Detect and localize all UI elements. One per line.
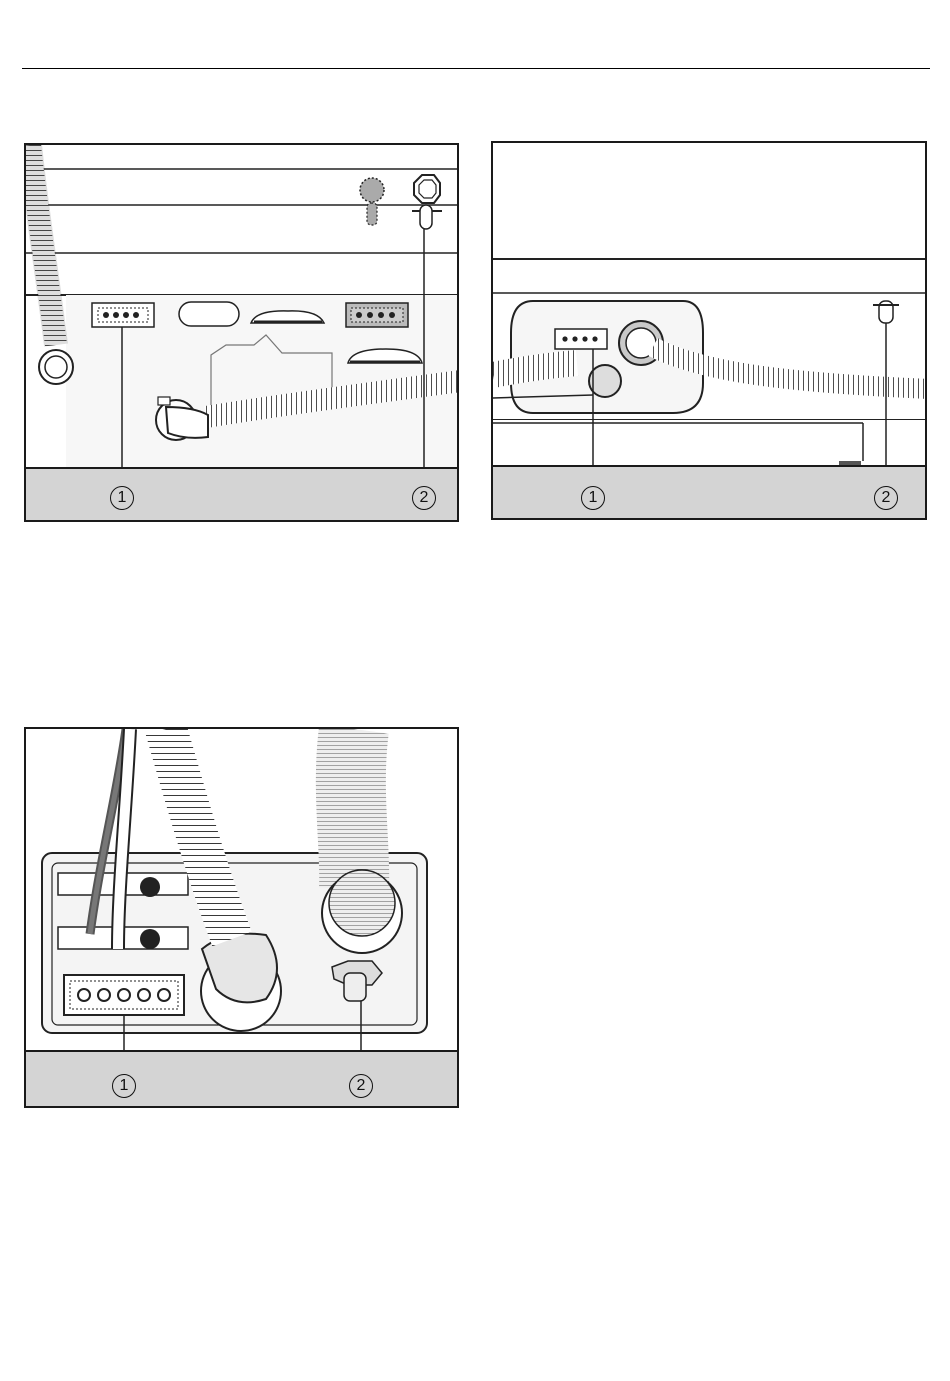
caption-band — [26, 467, 457, 520]
tap-fitting-icon — [873, 301, 899, 323]
callout-2: 2 — [874, 486, 898, 510]
figure-3: 1 2 — [24, 727, 459, 1108]
valve-fitting-icon — [201, 934, 281, 1031]
callout-1: 1 — [110, 486, 134, 510]
callout-2: 2 — [412, 486, 436, 510]
figure-1: 1 2 — [24, 143, 459, 522]
callout-2: 2 — [349, 1074, 373, 1098]
callout-1: 1 — [581, 486, 605, 510]
header-rule — [22, 68, 930, 69]
caption-band — [493, 465, 925, 518]
figure-2: 1 2 — [491, 141, 927, 520]
tap-fitting-icon — [360, 175, 442, 229]
callout-1: 1 — [112, 1074, 136, 1098]
figure-2-drawing — [493, 143, 927, 520]
caption-band — [26, 1050, 457, 1106]
figure-1-drawing — [26, 145, 459, 522]
